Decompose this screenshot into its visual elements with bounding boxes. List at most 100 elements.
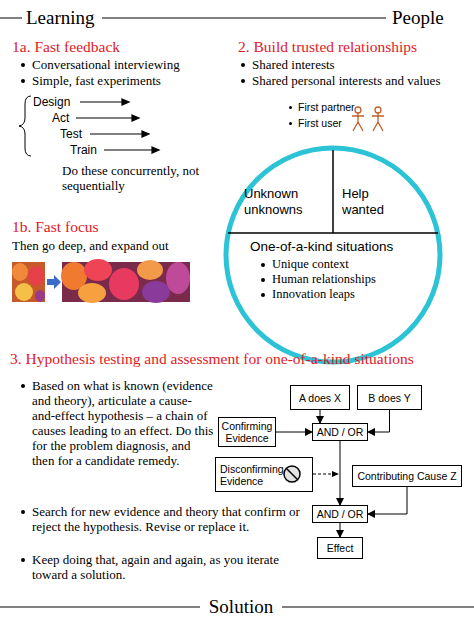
bullet-item: Innovation leaps — [250, 287, 430, 302]
photo-bg — [62, 262, 190, 302]
tulip — [166, 262, 190, 294]
bullet-dot — [21, 510, 25, 514]
logic-box: AND / OR — [312, 423, 368, 441]
tulip-photo-small — [12, 262, 45, 302]
cause-box: A does X — [290, 385, 350, 410]
node-heading: One-of-a-kind situations — [250, 238, 430, 255]
bullet-dot — [289, 122, 292, 125]
section-title: Solution — [196, 596, 286, 618]
bullet-item: Human relationships — [250, 272, 430, 287]
step-arrow — [90, 133, 147, 134]
step-arrow — [80, 101, 127, 102]
connector-arrow — [340, 441, 341, 505]
bullet-dot — [21, 384, 25, 388]
logic-box: AND / OR — [312, 505, 368, 523]
bullet-dot — [21, 79, 25, 83]
bullet-text: First user — [298, 117, 360, 130]
circle-sector: Help wanted — [342, 186, 402, 228]
node-text: A does X — [299, 392, 341, 404]
zoom-arrow — [47, 275, 61, 289]
section-heading: 1a. Fast feedback — [12, 38, 222, 56]
dashed-arrow — [313, 474, 333, 475]
tulip-photo-large — [61, 259, 190, 303]
connector-arrow — [320, 410, 321, 423]
node-text: Help wanted — [342, 186, 402, 218]
node-content: One-of-a-kind situationsUnique contextHu… — [250, 238, 430, 302]
bullet-text: Innovation leaps — [272, 287, 355, 301]
node-text: Confirming Evidence — [219, 420, 275, 444]
node-text: AND / OR — [317, 508, 364, 520]
note-text: Then go deep, and expand out — [12, 238, 222, 253]
bullet-text: Simple, fast experiments — [32, 73, 232, 88]
cause-box: Contributing Cause Z — [352, 465, 462, 487]
note-text: Do these concurrently, not sequentially — [62, 163, 200, 193]
ring-circle — [226, 148, 440, 362]
section-title: Learning — [26, 7, 106, 29]
photo-bg — [12, 262, 45, 302]
circle-sector: One-of-a-kind situationsUnique contextHu… — [250, 238, 430, 318]
bullet-text: Human relationships — [272, 272, 376, 286]
stick-figures — [352, 107, 384, 131]
effect-box: Effect — [317, 537, 363, 559]
node-text: Effect — [327, 542, 354, 554]
rule-line — [282, 607, 474, 608]
bullet-text: Conversational interviewing — [32, 57, 232, 72]
rule-line — [0, 607, 200, 608]
bullet-text: Shared personal interests and values — [252, 73, 472, 88]
tulip — [78, 283, 106, 303]
rule-line — [0, 18, 22, 19]
step-name: Design — [33, 95, 81, 109]
node-text: Contributing Cause Z — [357, 470, 456, 482]
bullet-dot — [261, 278, 265, 282]
divider-line — [332, 150, 334, 233]
bullet-dot — [261, 293, 265, 297]
bullet-dot — [21, 558, 25, 562]
tulip — [12, 263, 28, 281]
section-title: People — [392, 7, 472, 29]
node-text: B does Y — [368, 392, 410, 404]
arrow-head — [152, 147, 159, 153]
step-arrow — [76, 117, 137, 118]
connector-arrow — [368, 487, 407, 514]
step-name: Test — [60, 127, 100, 141]
cause-box: B does Y — [357, 385, 422, 410]
curly-bracket — [19, 96, 31, 156]
stick-figure-head — [375, 107, 381, 113]
bullet-dot — [261, 263, 265, 267]
bullet-item: Unique context — [250, 257, 430, 272]
tulip — [35, 290, 45, 302]
node-text: AND / OR — [317, 426, 364, 438]
stick-figure-body — [352, 113, 364, 131]
step-arrow — [104, 149, 157, 150]
arrow-head — [122, 99, 129, 105]
tulip — [137, 260, 163, 280]
bullet-dot — [241, 79, 245, 83]
bullet-text: Search for new evidence and theory that … — [32, 504, 300, 534]
step-name: Act — [52, 111, 82, 125]
stick-figure-body — [372, 113, 384, 131]
bullet-dot — [289, 106, 292, 109]
stick-figure-head — [355, 107, 361, 113]
evidence-box: Disconfirming Evidence — [215, 457, 313, 492]
evidence-box: Confirming Evidence — [218, 417, 276, 447]
circle-sector: Unknown unknowns — [244, 186, 330, 228]
arrow-head — [132, 115, 139, 121]
connector-arrow — [276, 432, 312, 433]
tulip — [84, 259, 112, 281]
bullet-text: Unique context — [272, 257, 349, 271]
section-heading: 1b. Fast focus — [12, 218, 222, 236]
section-heading: 2. Build trusted relationships — [238, 38, 474, 56]
bullet-text: First partner — [298, 101, 360, 114]
step-name: Train — [70, 143, 110, 157]
tulip — [109, 268, 139, 300]
tulip — [28, 266, 44, 286]
node-text: Unknown unknowns — [244, 186, 330, 218]
rule-line — [102, 18, 386, 19]
tulip — [142, 281, 170, 303]
connector-arrow — [368, 410, 390, 432]
connector-arrow — [340, 523, 341, 537]
bullet-dot — [21, 63, 25, 67]
bullet-text: Shared interests — [252, 57, 472, 72]
node-text: Disconfirming Evidence — [220, 463, 290, 487]
